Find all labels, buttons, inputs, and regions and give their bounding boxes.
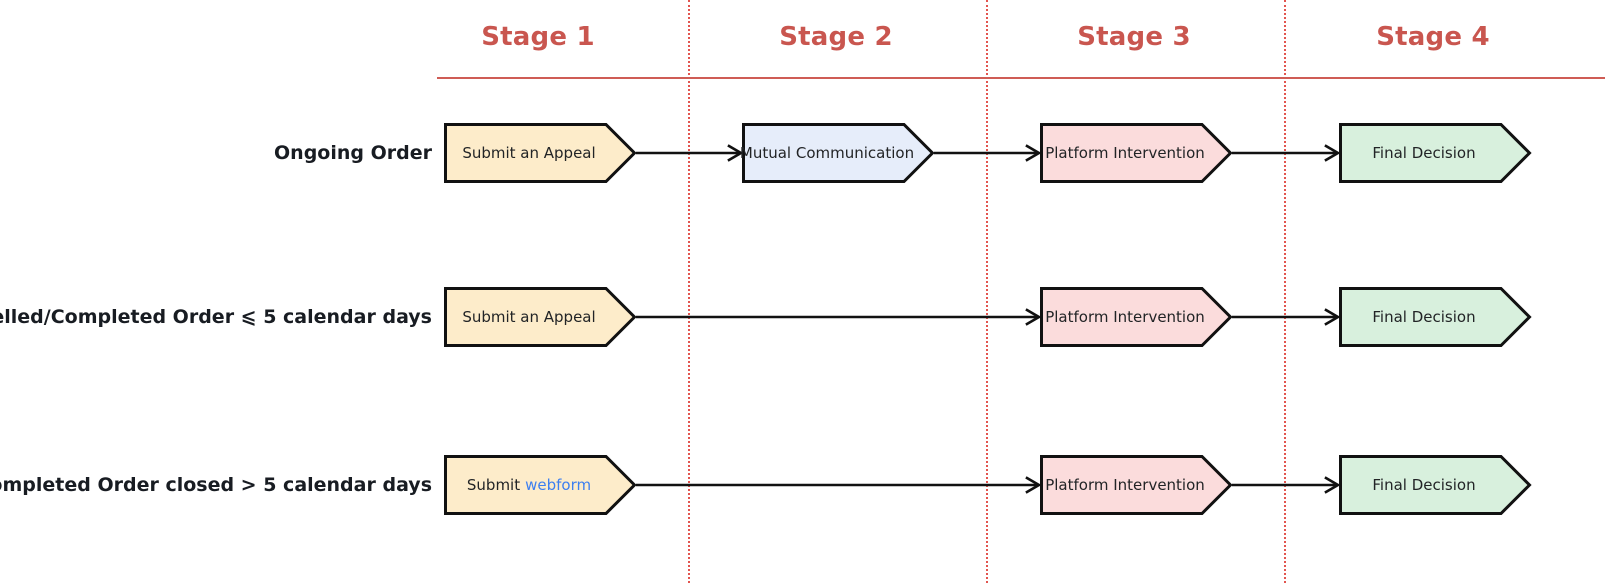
- node-final-decision-2[interactable]: Final Decision: [1339, 287, 1532, 347]
- stage-header-2: Stage 2: [779, 22, 893, 52]
- node-final-decision-1[interactable]: Final Decision: [1339, 123, 1532, 183]
- stage-divider-1: [688, 0, 690, 583]
- connector-arrow: [636, 143, 742, 163]
- node-submit-appeal-2[interactable]: Submit an Appeal: [444, 287, 637, 347]
- stage-divider-2: [986, 0, 988, 583]
- row-label-row-ongoing-order: Ongoing Order: [274, 142, 432, 164]
- node-final-decision-3[interactable]: Final Decision: [1339, 455, 1532, 515]
- row-label-row-cancelled-le-5-days: Cancelled/Completed Order ⩽ 5 calendar d…: [0, 306, 432, 328]
- stage-header-rule: [437, 77, 1605, 79]
- stage-header-1: Stage 1: [481, 22, 595, 52]
- node-mutual-communication[interactable]: Mutual Communication: [740, 123, 935, 183]
- connector-arrow: [1232, 475, 1339, 495]
- node-platform-intervention-1[interactable]: Platform Intervention: [1040, 123, 1233, 183]
- node-platform-intervention-3[interactable]: Platform Intervention: [1040, 455, 1233, 515]
- node-submit-appeal-1[interactable]: Submit an Appeal: [444, 123, 637, 183]
- stage-divider-3: [1284, 0, 1286, 583]
- connector-arrow: [934, 143, 1040, 163]
- row-label-row-cancelled-gt-5-days: Cancelled/Completed Order closed > 5 cal…: [0, 474, 432, 496]
- stage-header-3: Stage 3: [1077, 22, 1191, 52]
- connector-arrow: [1232, 143, 1339, 163]
- stage-header-4: Stage 4: [1376, 22, 1490, 52]
- connector-arrow: [636, 307, 1040, 327]
- node-platform-intervention-2[interactable]: Platform Intervention: [1040, 287, 1233, 347]
- connector-arrow: [636, 475, 1040, 495]
- connector-arrow: [1232, 307, 1339, 327]
